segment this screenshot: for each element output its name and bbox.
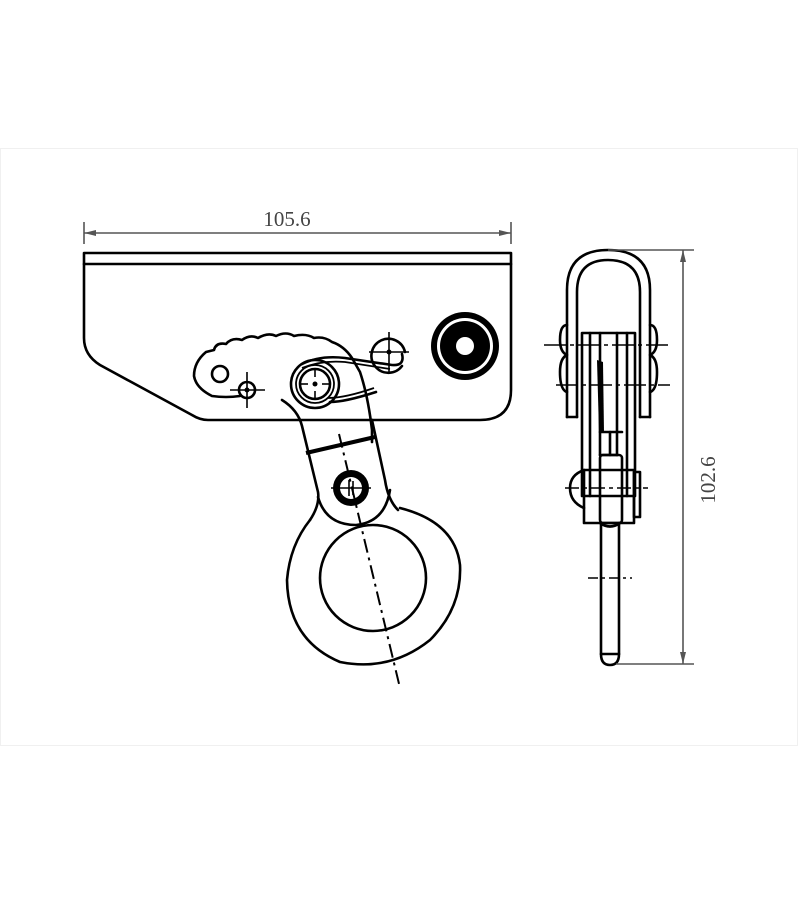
housing-plate	[82, 251, 513, 422]
bolt-crosshair-icon	[369, 332, 409, 375]
cam-lever	[192, 332, 374, 444]
roller-icon	[431, 312, 499, 380]
spring-pivot	[289, 352, 404, 410]
connector-ring	[285, 506, 462, 666]
height-dimension-label: 102.6	[696, 456, 720, 503]
width-dimension: 105.6	[83, 207, 512, 244]
side-view	[544, 248, 670, 667]
front-view	[82, 251, 513, 689]
width-dimension-label: 105.6	[263, 207, 310, 231]
drawing-frame	[0, 148, 798, 746]
ring-centerline	[338, 433, 401, 689]
height-dimension: 102.6	[608, 249, 720, 665]
pivot-crosshair-icon	[230, 372, 265, 408]
